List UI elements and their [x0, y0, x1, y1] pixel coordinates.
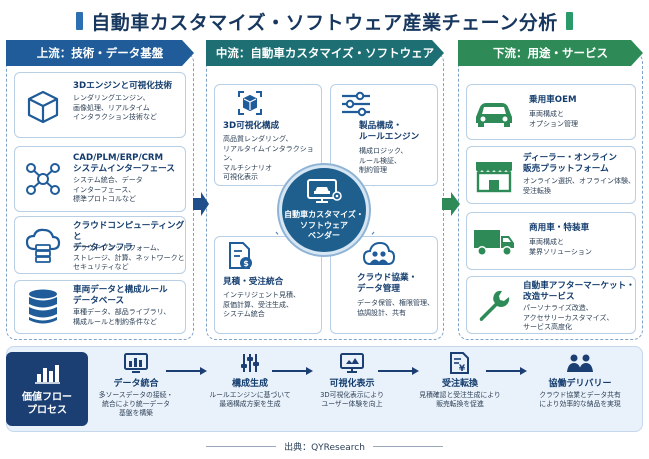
arrow-midstream-to-downstream — [442, 192, 460, 216]
flow-step-title: データ統合 — [113, 379, 159, 389]
downstream-card-aftermarket: 自動車アフターマーケット・ 改造サービス パーソナライズ改造、 アクセサリーカス… — [466, 276, 636, 334]
flow-arrow — [378, 367, 419, 375]
network-icon — [23, 159, 63, 199]
cloud-users-icon — [361, 239, 397, 269]
flow-step-data-integration: データ統合 多ソースデータの接続・ 統合により統一データ 基盤を構築 — [86, 352, 186, 426]
upstream-card-desc: クラウドプラットフォーム、 ストレージ、計算、ネットワークと セキュリティなど — [73, 244, 185, 271]
flow-step-title: 協働デリバリー — [548, 379, 612, 389]
downstream-card-commercial: 商用車・特装車 車両構成と 業界ソリューション — [466, 212, 636, 270]
value-flow-band — [6, 346, 643, 432]
upstream-card-vehicle-database: 車両データと構成ルール データベース 車種データ、部品ライブラリ、 構成ルールと… — [14, 280, 186, 334]
midstream-card-rule-engine: 製品構成・ ルールエンジン 構成ロジック、 ルール検証、 制約管理 — [330, 84, 438, 186]
midstream-card-desc: 構成ロジック、 ルール検証、 制約管理 — [359, 147, 408, 174]
sliders-icon — [339, 91, 373, 117]
midstream-card-title: 製品構成・ ルールエンジン — [359, 121, 420, 142]
source-note: 出典：QYResearch — [0, 440, 649, 453]
flow-step-title: 構成生成 — [231, 379, 268, 389]
flow-step-visual-display: 可視化表示 3D可視化表示により ユーザー体験を向上 — [302, 352, 402, 426]
flow-step-desc: 見積確認と受注生成により 販売転換を促進 — [419, 391, 501, 408]
store-icon — [473, 157, 515, 195]
value-flow-label: 価値フロー プロセス — [6, 352, 88, 426]
downstream-header: 下流：用途・サービス — [458, 40, 643, 66]
page-title: 自動車カスタマイズ・ソフトウェア産業チェーン分析 — [0, 6, 649, 36]
midstream-card-cloud-collab: クラウド協業・ データ管理 データ保管、権限管理、 協調設計、共有 — [330, 236, 438, 334]
flow-arrow — [166, 367, 207, 375]
upstream-card-3d-engine: 3Dエンジンと可視化技術 レンダリングエンジン、 画像処理、リアルタイム インタ… — [14, 72, 186, 138]
upstream-card-title: クラウドコンピューティングと データインフラ — [73, 221, 185, 253]
downstream-card-dealer: ディーラー・オンライン 販売プラットフォーム オンライン選択、オフライン体験、 … — [466, 146, 636, 204]
upstream-card-desc: システム統合、データ インターフェース、 標準プロトコルなど — [73, 176, 143, 203]
cube-icon — [23, 87, 63, 127]
hub-vendor: 自動車カスタマイズ・ ソフトウェア ベンダー — [279, 165, 369, 255]
hub-title: 自動車カスタマイズ・ ソフトウェア ベンダー — [284, 210, 364, 241]
car-monitor-icon — [306, 178, 342, 208]
downstream-card-title: 自動車アフターマーケット・ 改造サービス — [523, 281, 635, 302]
downstream-card-title: 商用車・特装車 — [529, 223, 590, 233]
title-text: 自動車カスタマイズ・ソフトウェア産業チェーン分析 — [91, 11, 558, 34]
title-accent-right — [565, 12, 573, 30]
svg-text:$: $ — [243, 259, 249, 268]
bar-chart-icon — [34, 362, 60, 388]
midstream-card-desc: データ保管、権限管理、 協調設計、共有 — [357, 299, 434, 317]
flow-step-order-conversion: ¥ 受注転換 見積確認と受注生成により 販売転換を促進 — [410, 352, 510, 426]
downstream-card-desc: 車両構成と オプション管理 — [529, 110, 578, 128]
divider — [372, 446, 443, 447]
flow-arrow — [486, 367, 527, 375]
config-sliders-icon — [200, 352, 300, 374]
flow-arrow — [272, 367, 313, 375]
flow-step-desc: ルールエンジンに基づいて 最適構成方案を生成 — [209, 391, 291, 408]
downstream-card-oem: 乗用車OEM 車両構成と オプション管理 — [466, 84, 636, 140]
upstream-header: 上流：技術・データ基盤 — [6, 40, 194, 66]
upstream-card-title: 車両データと構成ルール データベース — [73, 285, 168, 306]
flow-step-desc: 多ソースデータの接続・ 統合により統一データ 基盤を構築 — [98, 391, 174, 417]
divider — [206, 446, 277, 447]
midstream-card-desc: 高品質レンダリング、 リアルタイムインタラクション、 マルチシナリオ 可視化表示 — [223, 135, 314, 181]
title-accent-left — [76, 12, 84, 30]
quote-document-icon: $ — [225, 241, 255, 271]
upstream-card-desc: 車種データ、部品ライブラリ、 構成ルールと制約条件など — [73, 308, 171, 326]
midstream-card-title: クラウド協業・ データ管理 — [357, 273, 418, 294]
midstream-card-quote-order: $ 見積・受注統合 インテリジェント見積、 原価計算、受注生成、 システム統合 — [214, 236, 322, 334]
wrench-icon — [473, 287, 515, 325]
flow-step-delivery: 協働デリバリー クラウド協業とデータ共有 により効率的な納品を実現 — [524, 352, 636, 426]
data-integration-icon — [86, 352, 186, 374]
svg-text:¥: ¥ — [459, 364, 466, 374]
midstream-header: 中流：自動車カスタマイズ・ソフトウェア — [206, 40, 444, 66]
cloud-server-icon — [23, 225, 63, 265]
downstream-card-desc: パーソナライズ改造、 アクセサリーカスタマイズ、 サービス高度化 — [523, 304, 614, 331]
people-icon — [524, 352, 636, 374]
arrow-upstream-to-midstream — [193, 192, 209, 216]
upstream-card-cloud-infra: クラウドコンピューティングと データインフラ クラウドプラットフォーム、 ストレ… — [14, 216, 186, 274]
midstream-card-title: 見積・受注統合 — [223, 277, 284, 287]
midstream-card-desc: インテリジェント見積、 原価計算、受注生成、 システム統合 — [223, 291, 300, 318]
upstream-card-system-interface: CAD/PLM/ERP/CRM システムインターフェース システム統合、データ … — [14, 146, 186, 212]
flow-step-desc: クラウド協業とデータ共有 により効率的な納品を実現 — [539, 391, 621, 408]
downstream-card-desc: オンライン選択、オフライン体験、 受注転換 — [523, 177, 635, 195]
car-icon — [471, 95, 517, 131]
upstream-card-title: 3Dエンジンと可視化技術 — [73, 81, 173, 91]
downstream-card-title: ディーラー・オンライン 販売プラットフォーム — [523, 153, 617, 174]
flow-step-desc: 3D可視化表示により ユーザー体験を向上 — [320, 391, 384, 408]
downstream-card-title: 乗用車OEM — [529, 95, 577, 105]
flow-step-title: 受注転換 — [441, 379, 478, 389]
database-icon — [23, 287, 63, 327]
truck-icon — [471, 225, 517, 259]
3d-cube-icon — [235, 89, 265, 117]
source-text: 出典：QYResearch — [284, 443, 365, 453]
display-icon — [302, 352, 402, 374]
upstream-card-desc: レンダリングエンジン、 画像処理、リアルタイム インタラクション技術など — [73, 94, 157, 121]
value-flow-label-text: 価値フロー プロセス — [22, 391, 72, 416]
order-yen-icon: ¥ — [410, 352, 510, 374]
upstream-card-title: CAD/PLM/ERP/CRM システムインターフェース — [73, 153, 175, 174]
midstream-card-title: 3D可視化構成 — [223, 121, 280, 131]
flow-step-config-generation: 構成生成 ルールエンジンに基づいて 最適構成方案を生成 — [200, 352, 300, 426]
flow-step-title: 可視化表示 — [329, 379, 375, 389]
downstream-card-desc: 車両構成と 業界ソリューション — [529, 238, 592, 256]
